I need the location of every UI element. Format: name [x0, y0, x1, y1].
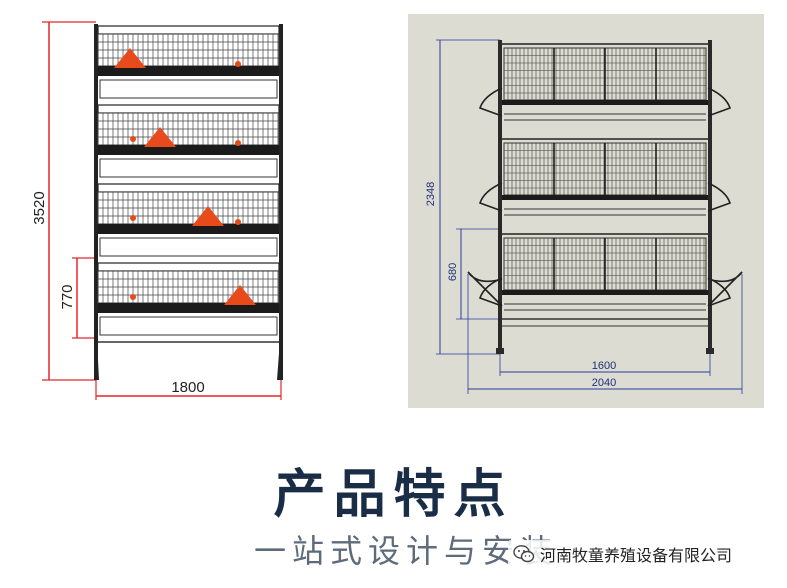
wechat-icon: [513, 545, 535, 563]
tier-top-rail: [97, 104, 280, 114]
section-title: 产品特点: [273, 465, 514, 525]
drinker-nipple: [235, 219, 241, 225]
drinker-nipple: [235, 61, 241, 67]
drinker-nipple: [130, 294, 136, 300]
egg-tray: [99, 316, 278, 336]
egg-tray: [99, 158, 278, 178]
left-dim-tier-height: 770: [59, 284, 76, 309]
watermark-text: 河南牧童养殖设备有限公司: [540, 546, 733, 565]
feeder-hopper: [224, 285, 256, 305]
tier-top-rail: [97, 262, 280, 272]
foot: [496, 348, 504, 354]
right-tier: [478, 138, 732, 216]
foot: [706, 348, 714, 354]
tier-top-rail: [97, 183, 280, 193]
left-tier: [97, 25, 280, 99]
left-cage-frame: [94, 24, 283, 381]
feeder-hopper: [144, 127, 176, 147]
foot: [95, 339, 99, 381]
foot: [277, 339, 282, 381]
right-dim-inner-width: 1600: [592, 360, 616, 372]
left-tier: [97, 104, 280, 178]
right-cage-drawing: 2348 680 1600 2040: [408, 14, 764, 408]
feeder-hopper: [192, 206, 224, 226]
drinker-nipple: [130, 57, 136, 63]
left-dim-width: 1800: [171, 379, 204, 396]
feed-trough: [98, 224, 279, 234]
feed-trough: [98, 66, 279, 76]
right-dim-outer-width: 2040: [592, 377, 616, 389]
right-dim-lower-height: 680: [447, 263, 459, 281]
left-tier: [97, 262, 280, 336]
right-cage-frame: [467, 40, 743, 354]
drinker-nipple: [130, 215, 136, 221]
left-dim-total-height: 3520: [31, 191, 48, 224]
egg-collector-right: [707, 182, 732, 212]
feed-trough: [502, 195, 708, 200]
drinker-nipple: [235, 140, 241, 146]
right-tier: [478, 233, 732, 311]
egg-collector-right: [707, 87, 732, 117]
drinker-nipple: [130, 136, 136, 142]
post: [498, 40, 502, 352]
left-cage-drawing: 3520 770 1800: [31, 21, 283, 400]
post: [94, 24, 98, 380]
feed-trough: [502, 290, 708, 295]
feed-trough: [98, 145, 279, 155]
right-dim-total-height: 2348: [425, 182, 437, 206]
feed-trough: [502, 100, 708, 105]
egg-collector-left: [478, 182, 503, 212]
company-watermark: 河南牧童养殖设备有限公司: [508, 540, 741, 568]
bottom-flare-right: [707, 271, 743, 307]
right-tier: [478, 43, 732, 121]
left-tier: [97, 183, 280, 257]
section-subtitle: 一站式设计与安装: [254, 532, 559, 570]
egg-tray: [99, 237, 278, 257]
post: [279, 24, 283, 380]
tier-top-rail: [97, 25, 280, 35]
feeder-hopper: [114, 48, 146, 68]
egg-tray: [99, 79, 278, 99]
egg-collector-left: [478, 87, 503, 117]
bottom-flare-left: [467, 271, 503, 307]
right-dimension-lines: [436, 39, 743, 394]
drinker-nipple: [235, 298, 241, 304]
feed-trough: [98, 303, 279, 313]
post: [708, 40, 712, 352]
